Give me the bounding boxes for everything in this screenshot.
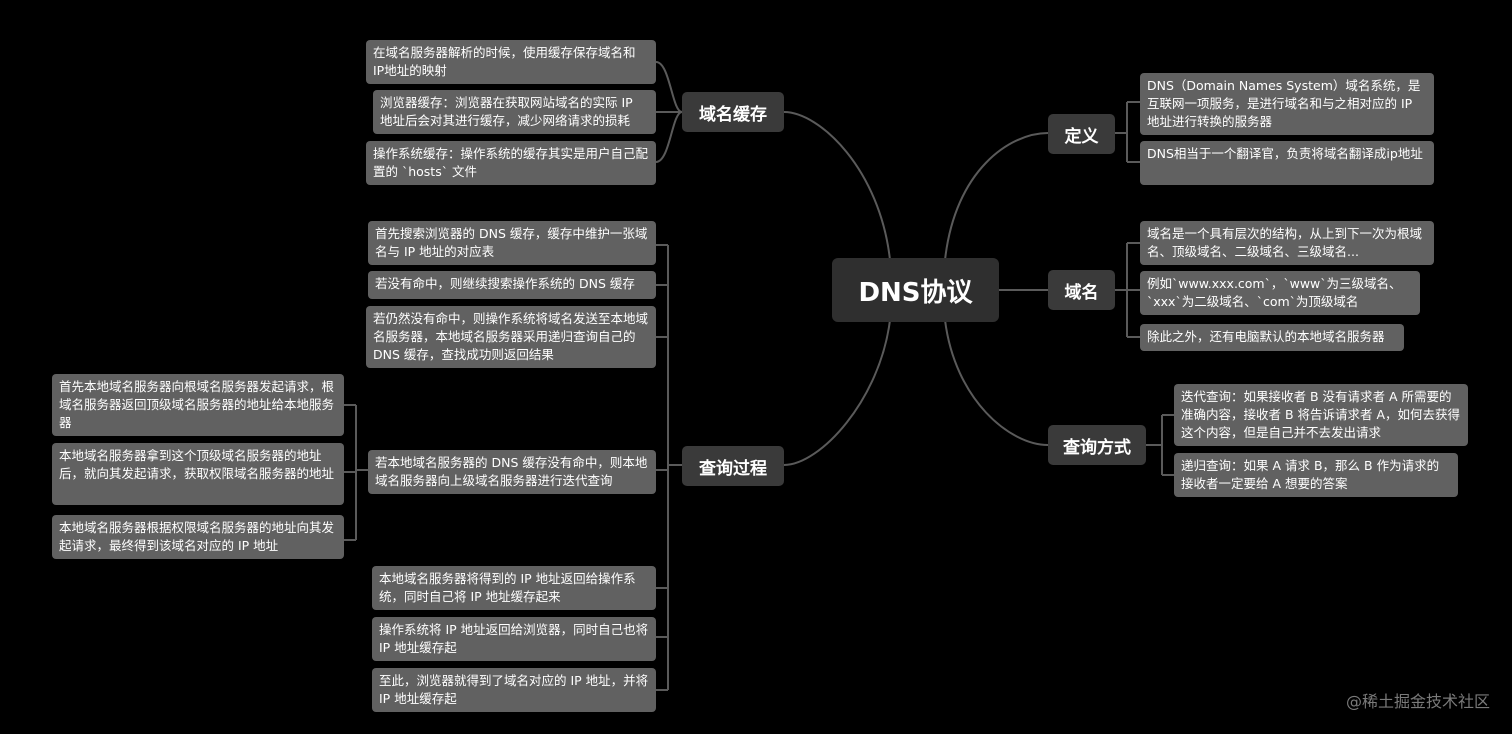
link-domain <box>1114 242 1140 338</box>
process-item-1[interactable]: 首先搜索浏览器的 DNS 缓存，缓存中维护一张域名与 IP 地址的对应表 <box>368 221 656 265</box>
definition-item-2[interactable]: DNS相当于一个翻译官，负责将域名翻译成ip地址 <box>1140 141 1434 185</box>
link-process-ticks <box>656 244 668 691</box>
link-definition <box>1114 101 1140 163</box>
domain-item-2[interactable]: 例如`www.xxx.com`，`www`为三级域名、`xxx`为二级域名、`c… <box>1140 271 1420 315</box>
branch-definition[interactable]: 定义 <box>1048 114 1115 154</box>
process-item-4[interactable]: 若本地域名服务器的 DNS 缓存没有命中，则本地域名服务器向上级域名服务器进行迭… <box>368 450 656 494</box>
link-cache-bracket <box>655 61 683 163</box>
process-item-3[interactable]: 若仍然没有命中，则操作系统将域名发送至本地域名服务器，本地域名服务器采用递归查询… <box>366 306 656 368</box>
branch-domain[interactable]: 域名 <box>1048 270 1115 310</box>
branch-cache[interactable]: 域名缓存 <box>682 92 784 132</box>
branch-process-title: 查询过程 <box>699 458 767 479</box>
link-query <box>1146 414 1174 476</box>
process-item-2[interactable]: 若没有命中，则继续搜索操作系统的 DNS 缓存 <box>368 271 656 299</box>
branch-query-title: 查询方式 <box>1063 437 1131 458</box>
cache-item-3[interactable]: 操作系统缓存：操作系统的缓存其实是用户自己配置的 `hosts` 文件 <box>366 141 656 185</box>
process-item-7[interactable]: 至此，浏览器就得到了域名对应的 IP 地址，并将 IP 地址缓存起 <box>372 668 656 712</box>
root-title: DNS协议 <box>858 277 973 308</box>
watermark: @稀土掘金技术社区 <box>1345 692 1490 711</box>
root-node[interactable]: DNS协议 <box>832 258 999 322</box>
domain-item-3[interactable]: 除此之外，还有电脑默认的本地域名服务器 <box>1140 324 1404 351</box>
branch-query[interactable]: 查询方式 <box>1048 425 1146 465</box>
link-process-trunk <box>667 245 682 690</box>
subprocess-item-2[interactable]: 本地域名服务器拿到这个顶级域名服务器的地址后，就向其发起请求，获取权限域名服务器… <box>52 443 344 505</box>
link-subprocess <box>344 404 368 541</box>
subprocess-item-1[interactable]: 首先本地域名服务器向根域名服务器发起请求，根域名服务器返回顶级域名服务器的地址给… <box>52 374 344 436</box>
query-item-2[interactable]: 递归查询：如果 A 请求 B，那么 B 作为请求的接收者一定要给 A 想要的答案 <box>1174 453 1458 497</box>
subprocess-item-3[interactable]: 本地域名服务器根据权限域名服务器的地址向其发起请求，最终得到该域名对应的 IP … <box>52 515 344 559</box>
cache-item-1[interactable]: 在域名服务器解析的时候，使用缓存保存域名和 IP地址的映射 <box>366 40 656 84</box>
link-root-query <box>944 319 1049 446</box>
branch-process[interactable]: 查询过程 <box>682 446 784 486</box>
process-item-6[interactable]: 操作系统将 IP 地址返回给浏览器，同时自己也将 IP 地址缓存起 <box>372 617 656 661</box>
cache-item-2[interactable]: 浏览器缓存：浏览器在获取网站域名的实际 IP 地址后会对其进行缓存，减少网络请求… <box>373 90 656 134</box>
link-root-cache <box>783 111 891 261</box>
link-root-definition <box>944 132 1049 261</box>
link-root-process <box>783 319 891 466</box>
definition-item-1[interactable]: DNS（Domain Names System）域名系统，是互联网一项服务，是进… <box>1140 73 1434 135</box>
branch-definition-title: 定义 <box>1064 126 1099 147</box>
process-item-5[interactable]: 本地域名服务器将得到的 IP 地址返回给操作系统，同时自己将 IP 地址缓存起来 <box>372 566 656 610</box>
query-item-1[interactable]: 迭代查询：如果接收者 B 没有请求者 A 所需要的准确内容，接收者 B 将告诉请… <box>1174 384 1468 446</box>
branch-domain-title: 域名 <box>1064 282 1099 303</box>
branch-cache-title: 域名缓存 <box>699 104 767 125</box>
domain-item-1[interactable]: 域名是一个具有层次的结构，从上到下一次为根域名、顶级域名、二级域名、三级域名..… <box>1140 221 1434 265</box>
